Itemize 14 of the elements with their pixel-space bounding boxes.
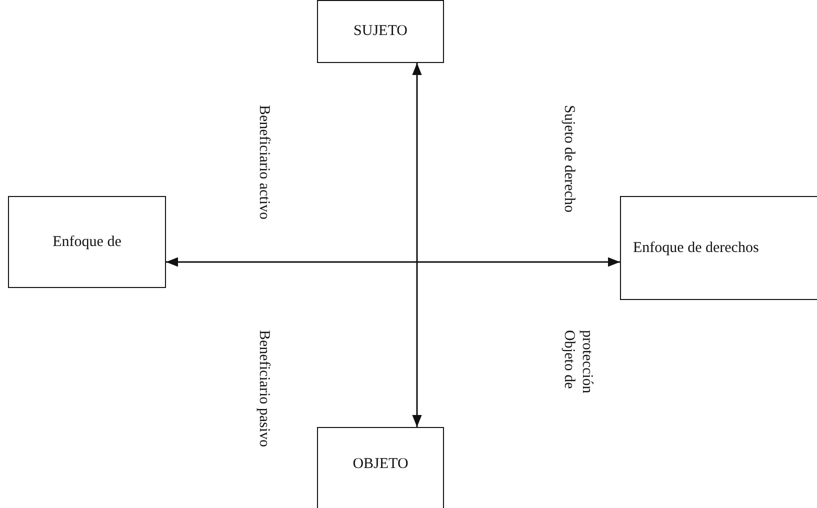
box-label: Enfoque de derechos [633,240,759,256]
concept-box [317,0,444,63]
box-label: Enfoque de [52,234,122,250]
quadrant-label: Objeto de protección [560,330,596,396]
quadrant-label: Beneficiario activo [255,105,273,222]
box-label: SUJETO [354,23,408,40]
quadrant-label: Beneficiario pasivo [255,330,273,450]
double-arrow [412,63,422,427]
double-arrow [166,257,620,267]
concept-box [317,427,444,508]
box-label: OBJETO [352,456,408,473]
quadrant-label: Sujeto de derecho [560,105,578,214]
concept-box [8,196,166,288]
concept-box [620,196,817,300]
